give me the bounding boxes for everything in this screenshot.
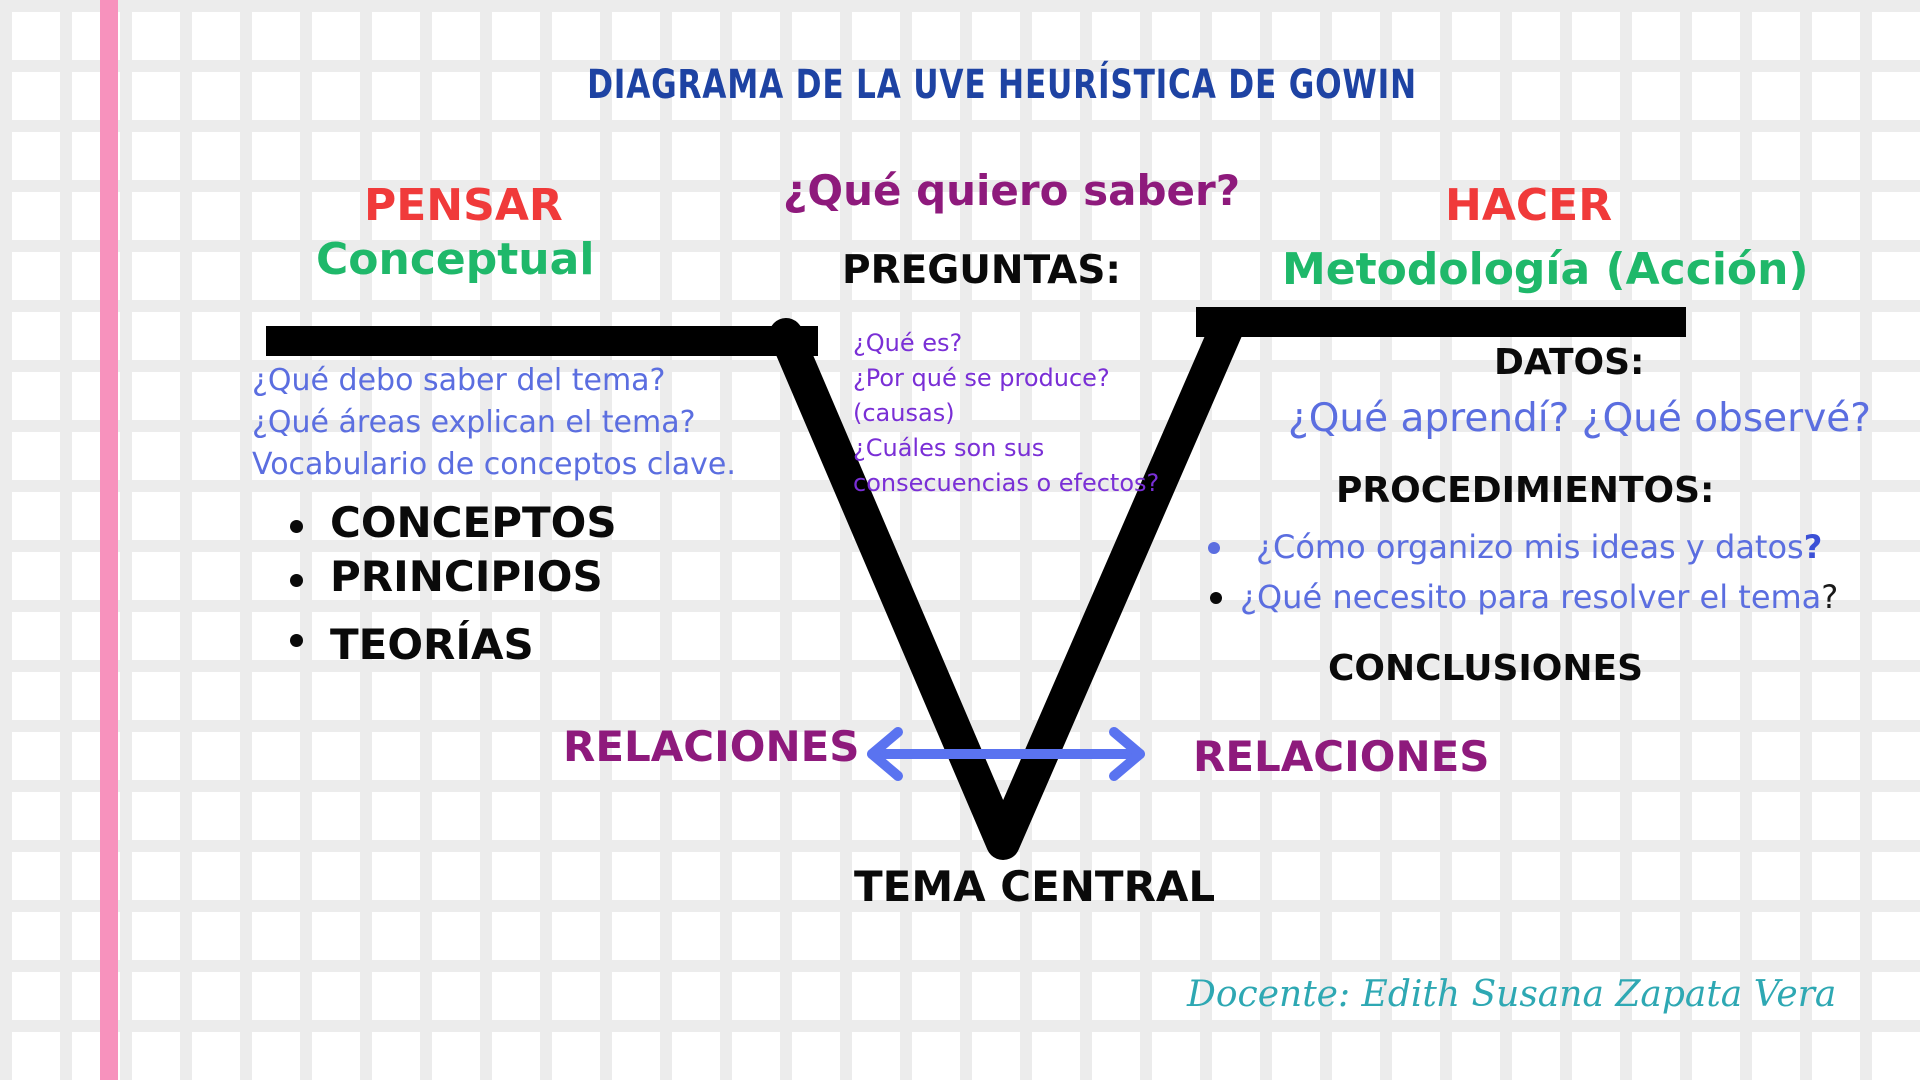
left-heading: PENSAR — [364, 180, 563, 231]
procedure-item: ¿Qué necesito para resolver el tema? — [1206, 572, 1838, 622]
procedure-end-mark: ? — [1821, 578, 1839, 616]
data-heading: DATOS: — [1494, 342, 1645, 383]
relations-arrow — [867, 727, 1145, 781]
right-subheading: Metodología (Acción) — [1282, 244, 1809, 295]
v-shape — [769, 313, 1243, 860]
right-heading: HACER — [1445, 180, 1613, 231]
center-question-line: consecuencias o efectos? — [853, 469, 1160, 497]
left-relations-label: RELACIONES — [563, 722, 860, 771]
conclusions-heading: CONCLUSIONES — [1328, 648, 1644, 689]
teacher-signature: Docente: Edith Susana Zapata Vera — [1187, 974, 1837, 1015]
bullet-item: CONCEPTOS — [290, 496, 617, 550]
left-question: Vocabulario de conceptos clave. — [252, 447, 736, 482]
left-subheading: Conceptual — [316, 234, 595, 285]
center-heading: PREGUNTAS: — [842, 248, 1122, 293]
procedures-list: ¿Cómo organizo mis ideas y datos? ¿Qué n… — [1206, 522, 1838, 622]
left-question: ¿Qué debo saber del tema? — [252, 363, 666, 398]
procedure-end-mark: ? — [1803, 528, 1823, 566]
center-question-line: (causas) — [853, 399, 955, 427]
bullet-dot — [1210, 592, 1222, 604]
center-question-line: ¿Qué es? — [853, 329, 963, 357]
center-questions: ¿Qué es? ¿Por qué se produce? (causas) ¿… — [853, 326, 1159, 501]
left-questions: ¿Qué debo saber del tema? ¿Qué áreas exp… — [252, 360, 736, 486]
left-bullet-list: CONCEPTOS PRINCIPIOS TEORÍAS — [290, 496, 617, 669]
procedure-text: ¿Cómo organizo mis ideas y datos — [1256, 528, 1804, 566]
left-question: ¿Qué áreas explican el tema? — [252, 405, 696, 440]
left-accent-bar — [100, 0, 118, 1080]
procedure-text: ¿Qué necesito para resolver el tema — [1240, 578, 1822, 616]
bullet-dot — [1208, 542, 1220, 554]
bullet-item: PRINCIPIOS — [290, 550, 617, 610]
center-question-line: ¿Por qué se produce? — [853, 364, 1110, 392]
bullet-item: TEORÍAS — [290, 610, 617, 669]
diagram-title: DIAGRAMA DE LA UVE HEURÍSTICA DE GOWIN — [587, 62, 1417, 108]
data-question: ¿Qué aprendí? ¿Qué observé? — [1288, 396, 1871, 441]
procedure-item: ¿Cómo organizo mis ideas y datos? — [1206, 522, 1838, 572]
central-topic-label: TEMA CENTRAL — [854, 862, 1216, 911]
center-question: ¿Qué quiero saber? — [783, 166, 1241, 215]
right-relations-label: RELACIONES — [1193, 732, 1490, 781]
center-question-line: ¿Cuáles son sus — [853, 434, 1045, 462]
procedures-heading: PROCEDIMIENTOS: — [1336, 470, 1715, 511]
